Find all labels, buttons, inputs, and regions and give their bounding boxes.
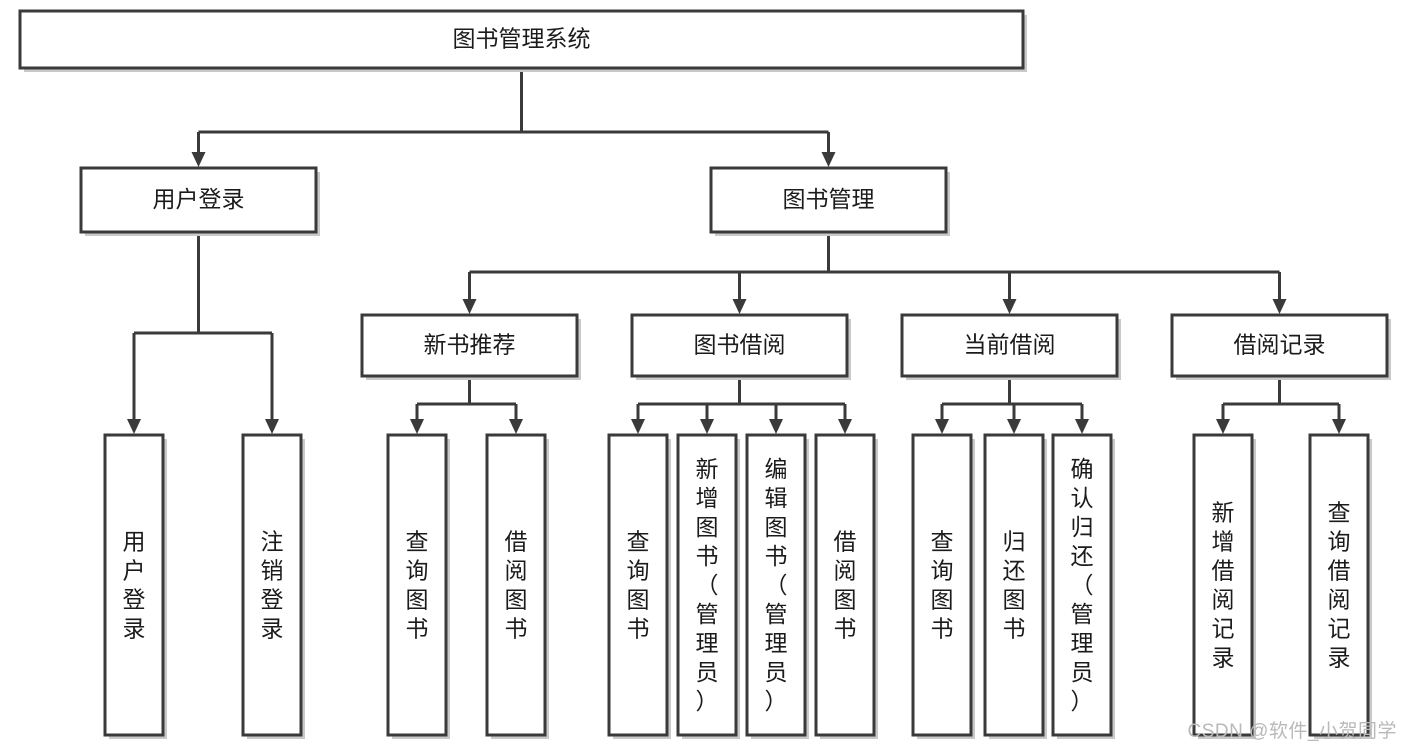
node-label: 用户登录 (153, 186, 245, 212)
node-leaf-cb-confirm[interactable]: 确认归还（管理员） (1051, 433, 1115, 739)
node-rect (983, 433, 1045, 737)
node-rect (911, 433, 973, 737)
arrow-head-icon (700, 419, 714, 434)
arrow-head-icon (410, 419, 424, 434)
node-book-borrow[interactable]: 图书借阅 (630, 313, 851, 380)
node-label: 查询图书 (931, 529, 954, 642)
arrow-head-icon (462, 299, 477, 314)
node-leaf-user-login[interactable]: 用户登录 (103, 433, 167, 739)
node-label: 确认归还（管理员） (1071, 456, 1094, 714)
arrow-head-icon (631, 419, 645, 434)
arrow-head-icon (935, 419, 949, 434)
node-label: 图书管理系统 (453, 26, 591, 52)
arrow-head-icon (1272, 299, 1287, 314)
arrow-head-icon (1007, 419, 1021, 434)
node-rect (630, 313, 849, 378)
node-new-book-rec[interactable]: 新书推荐 (360, 313, 581, 380)
node-label: 归还图书 (1003, 529, 1026, 642)
node-label: 查询图书 (627, 529, 650, 642)
node-rect (485, 433, 547, 737)
node-leaf-cb-query[interactable]: 查询图书 (911, 433, 975, 739)
node-leaf-bb-add[interactable]: 新增图书（管理员） (676, 433, 740, 739)
arrow-head-icon (769, 419, 783, 434)
node-borrow-record[interactable]: 借阅记录 (1170, 313, 1391, 380)
arrow-head-icon (732, 299, 747, 314)
node-label: 图书管理 (783, 186, 875, 212)
nodes-layer: 图书管理系统用户登录图书管理新书推荐图书借阅当前借阅借阅记录用户登录注销登录查询… (18, 9, 1391, 739)
node-leaf-bb-edit[interactable]: 编辑图书（管理员） (745, 433, 809, 739)
node-current-borrow[interactable]: 当前借阅 (900, 313, 1121, 380)
node-label: 借阅记录 (1234, 332, 1326, 358)
node-rect (745, 433, 807, 737)
arrow-head-icon (127, 419, 141, 434)
node-leaf-br-query[interactable]: 查询借阅记录 (1308, 433, 1372, 739)
node-label: 借阅图书 (505, 529, 528, 642)
edges-layer (127, 68, 1346, 434)
node-rect (676, 433, 738, 737)
node-rect (360, 313, 579, 378)
node-book-manage[interactable]: 图书管理 (709, 166, 950, 236)
node-rect (79, 166, 318, 234)
node-rect (1051, 433, 1113, 737)
node-leaf-logout[interactable]: 注销登录 (241, 433, 305, 739)
node-rect (709, 166, 948, 234)
node-leaf-cb-return[interactable]: 归还图书 (983, 433, 1047, 739)
node-rect (814, 433, 876, 737)
node-label: 编辑图书（管理员） (765, 456, 788, 714)
arrow-head-icon (821, 152, 836, 167)
arrow-head-icon (1216, 419, 1230, 434)
node-rect (1170, 313, 1389, 378)
node-label: 用户登录 (123, 529, 146, 642)
node-root[interactable]: 图书管理系统 (18, 9, 1027, 72)
node-leaf-nbr-query[interactable]: 查询图书 (386, 433, 450, 739)
node-label: 图书借阅 (694, 332, 786, 358)
node-label: 新书推荐 (424, 332, 516, 358)
node-leaf-br-add[interactable]: 新增借阅记录 (1192, 433, 1256, 739)
node-label: 新增图书（管理员） (696, 456, 719, 714)
node-label: 查询图书 (406, 529, 429, 642)
arrow-head-icon (1075, 419, 1089, 434)
arrow-head-icon (1332, 419, 1346, 434)
arrow-head-icon (191, 152, 206, 167)
node-label: 借阅图书 (834, 529, 857, 642)
node-leaf-bb-borrow[interactable]: 借阅图书 (814, 433, 878, 739)
node-rect (1192, 433, 1254, 737)
node-rect (386, 433, 448, 737)
node-rect (607, 433, 669, 737)
node-rect (103, 433, 165, 737)
arrow-head-icon (509, 419, 523, 434)
node-rect (1308, 433, 1370, 737)
arrow-head-icon (265, 419, 279, 434)
node-rect (241, 433, 303, 737)
arrow-head-icon (1002, 299, 1017, 314)
node-label: 查询借阅记录 (1328, 500, 1351, 671)
node-user-login[interactable]: 用户登录 (79, 166, 320, 236)
node-label: 注销登录 (261, 529, 284, 642)
arrow-head-icon (838, 419, 852, 434)
node-rect (900, 313, 1119, 378)
node-label: 新增借阅记录 (1212, 500, 1235, 671)
node-rect (18, 9, 1025, 70)
node-leaf-nbr-borrow[interactable]: 借阅图书 (485, 433, 549, 739)
node-label: 当前借阅 (964, 332, 1056, 358)
node-leaf-bb-query[interactable]: 查询图书 (607, 433, 671, 739)
